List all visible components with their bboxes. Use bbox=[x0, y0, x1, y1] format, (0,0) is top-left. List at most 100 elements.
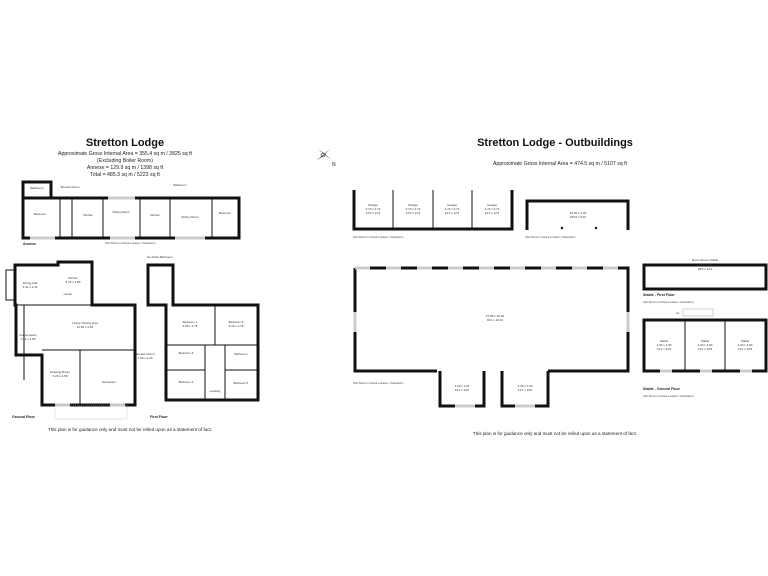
garage-2: Garage 3.70 x 3.73 12'2 x 12'3 bbox=[406, 203, 421, 215]
stable-2: Stable 4.00 x 3.90 13'1 x 12'9 bbox=[698, 339, 713, 351]
barn-plan: 27.80 x 15.00 91'1 x 32'10 4.30 x 3.20 1… bbox=[353, 266, 630, 408]
barn-dims-m: 27.80 x 15.00 bbox=[486, 314, 505, 318]
compass-icon: N bbox=[316, 149, 336, 168]
stable-3-dims-ft: 13'1 x 12'9 bbox=[738, 347, 753, 351]
outbuildings-title: Stretton Lodge - Outbuildings bbox=[477, 137, 633, 149]
stable-2-label: Stable bbox=[701, 339, 710, 343]
stable-2-dims-m: 4.00 x 3.90 bbox=[698, 343, 713, 347]
store-note: (Not Shown In Actual Location / Orientat… bbox=[525, 235, 576, 239]
stable-upper-dims-ft: 38'5 x 13'1 bbox=[698, 267, 713, 271]
garage-4: Garage 3.70 x 3.73 12'2 x 12'3 bbox=[485, 203, 500, 215]
main-house-disclaimer: This plan is for guidance only and must … bbox=[48, 427, 212, 432]
barn-note: (Not Shown In Actual Location / Orientat… bbox=[353, 381, 404, 385]
stable-1-label: Stable bbox=[660, 339, 669, 343]
stable-1: Stable 4.00 x 3.90 13'1 x 12'9 bbox=[657, 339, 672, 351]
room-living-dining: Living / Dining Area bbox=[72, 321, 98, 325]
store-dims-ft: 32'10 x 9'10 bbox=[570, 215, 586, 219]
main-house-title: Stretton Lodge bbox=[86, 137, 164, 149]
total-area: Total = 485.3 sq m / 5223 sq ft bbox=[90, 172, 160, 178]
room-landing: Landing bbox=[210, 389, 221, 393]
barn-annex-1-dims-m: 4.30 x 3.20 bbox=[455, 384, 470, 388]
main-house-excluding: (Excluding Boiler Room) bbox=[97, 158, 153, 164]
stable-1-dims-m: 4.00 x 3.90 bbox=[657, 343, 672, 347]
stable-first-floor-label: Stable - First Floor bbox=[643, 293, 675, 297]
room-annexe-bedroom: Bedroom bbox=[34, 212, 47, 216]
barn-annex-2-dims-ft: 14'1 x 10'6 bbox=[518, 388, 533, 392]
annexe-area: Annexe = 129.9 sq m / 1398 sq ft bbox=[87, 165, 164, 171]
room-bedroom-1-dims: 5.85 x 4.75 bbox=[183, 324, 198, 328]
room-bathroom: Bathroom bbox=[234, 352, 248, 356]
room-reception: Reception bbox=[102, 380, 116, 384]
main-house-area: Approximate Gross Internal Area = 355.4 … bbox=[58, 151, 192, 157]
room-conservatory: Conservatory bbox=[19, 333, 37, 337]
room-kitchen: Kitchen bbox=[68, 276, 78, 280]
garages-note: (Not Shown In Actual Location / Orientat… bbox=[353, 235, 404, 239]
stable-ground-floor-plan: Up Stable 4.00 x 3.90 13'1 x 12'9 Stable… bbox=[642, 308, 768, 398]
ground-floor-label: Ground Floor bbox=[12, 415, 36, 419]
garage-2-dims-ft: 12'2 x 12'3 bbox=[406, 211, 421, 215]
stable-3-label: Stable bbox=[741, 339, 750, 343]
stable-3-dims-m: 4.00 x 3.90 bbox=[738, 343, 753, 347]
room-bedroom-1: Bedroom 1 bbox=[183, 320, 198, 324]
garage-4-label: Garage bbox=[487, 203, 497, 207]
room-dining-hall: Dining Hall bbox=[23, 281, 38, 285]
stable-ground-floor-note: (Not Shown In Actual Location / Orientat… bbox=[643, 394, 694, 398]
garage-2-dims-m: 3.70 x 3.73 bbox=[406, 207, 421, 211]
stairs-up-label: Up bbox=[676, 311, 680, 315]
room-annexe-sitting-2: Sitting Room bbox=[181, 215, 199, 219]
stable-1-dims-ft: 13'1 x 12'9 bbox=[657, 347, 672, 351]
garages-plan: Garage 3.70 x 3.73 12'2 x 12'3 Garage 3.… bbox=[352, 190, 514, 239]
room-annexe-bathroom: Bathroom bbox=[30, 186, 44, 190]
garage-2-label: Garage bbox=[408, 203, 418, 207]
ground-floor-plan: Dining Hall 5.41 x 4.34 Kitchen 5.15 x 4… bbox=[5, 260, 155, 420]
garage-1-label: Garage bbox=[368, 203, 378, 207]
store-dims-m: 10.00 x 3.00 bbox=[570, 211, 587, 215]
garage-3-label: Garage bbox=[447, 203, 457, 207]
garage-4-dims-m: 3.70 x 3.73 bbox=[485, 207, 500, 211]
outbuildings-area: Approximate Gross Internal Area = 474.5 … bbox=[493, 161, 627, 167]
garage-1-dims-m: 3.70 x 3.73 bbox=[366, 207, 381, 211]
room-drawing-room: Drawing Room bbox=[50, 370, 70, 374]
garage-4-dims-ft: 12'2 x 12'3 bbox=[485, 211, 500, 215]
annexe-label: Annexe bbox=[23, 242, 36, 246]
barn-annex-2-dims-m: 4.30 x 3.20 bbox=[518, 384, 533, 388]
room-annexe-bathroom-2: Bathroom bbox=[173, 183, 187, 187]
room-dining-hall-dims: 5.41 x 4.34 bbox=[23, 285, 38, 289]
room-bedroom-5: Bedroom 5 bbox=[234, 381, 249, 385]
stable-first-floor-plan: Room Above Stable 11.70 x 4.00 38'5 x 13… bbox=[642, 258, 768, 304]
garage-1-dims-ft: 12'2 x 12'3 bbox=[366, 211, 381, 215]
room-ensuite: En-Suite Bathroom bbox=[147, 255, 173, 259]
room-larder: Larder bbox=[64, 292, 73, 296]
room-annexe-sitting: Sitting Room bbox=[112, 210, 130, 214]
store-plan: 10.00 x 3.00 32'10 x 9'10 (Not Shown In … bbox=[525, 199, 630, 239]
stable-first-floor-note: (Not Shown In Actual Location / Orientat… bbox=[643, 300, 694, 304]
stable-ground-floor-label: Stable - Ground Floor bbox=[643, 387, 681, 391]
compass-north-label: N bbox=[332, 162, 336, 168]
room-drawing-room-dims: 6.29 x 4.58 bbox=[53, 374, 68, 378]
outbuildings-disclaimer: This plan is for guidance only and must … bbox=[473, 431, 637, 436]
first-floor-plan: En-Suite Bathroom Bedroom 1 5.85 x 4.75 … bbox=[146, 255, 260, 419]
room-annexe-bedroom-2: Bedroom bbox=[219, 211, 232, 215]
first-floor-label: First Floor bbox=[150, 415, 168, 419]
room-kitchen-dims: 5.15 x 4.89 bbox=[66, 280, 81, 284]
garage-3: Garage 3.70 x 3.73 12'2 x 12'3 bbox=[445, 203, 460, 215]
garage-3-dims-ft: 12'2 x 12'3 bbox=[445, 211, 460, 215]
room-bedroom-2-dims: 5.10 x 4.75 bbox=[229, 324, 244, 328]
stable-2-dims-ft: 13'1 x 12'9 bbox=[698, 347, 713, 351]
annexe-plan: Bathroom Bedroom Shower Room Kitchen Sit… bbox=[21, 180, 241, 246]
room-annexe-kitchen-2: Kitchen bbox=[150, 213, 160, 217]
room-annexe-kitchen: Kitchen bbox=[83, 213, 93, 217]
stable-3: Stable 4.00 x 3.90 13'1 x 12'9 bbox=[738, 339, 753, 351]
stable-upper-room: Room Above Stable bbox=[692, 258, 719, 262]
barn-dims-ft: 91'1 x 32'10 bbox=[487, 318, 503, 322]
room-shower-room: Shower Room bbox=[135, 352, 155, 356]
room-bedroom-2: Bedroom 2 bbox=[229, 320, 244, 324]
garage-3-dims-m: 3.70 x 3.73 bbox=[445, 207, 460, 211]
room-annexe-shower: Shower Room bbox=[60, 185, 80, 189]
room-conservatory-dims: 7.63 x 2.89 bbox=[21, 337, 36, 341]
annexe-note: (Not Shown In Actual Location / Orientat… bbox=[105, 241, 156, 245]
room-bedroom-3: Bedroom 3 bbox=[179, 351, 194, 355]
room-bedroom-4: Bedroom 4 bbox=[179, 380, 194, 384]
garage-1: Garage 3.70 x 3.73 12'2 x 12'3 bbox=[366, 203, 381, 215]
